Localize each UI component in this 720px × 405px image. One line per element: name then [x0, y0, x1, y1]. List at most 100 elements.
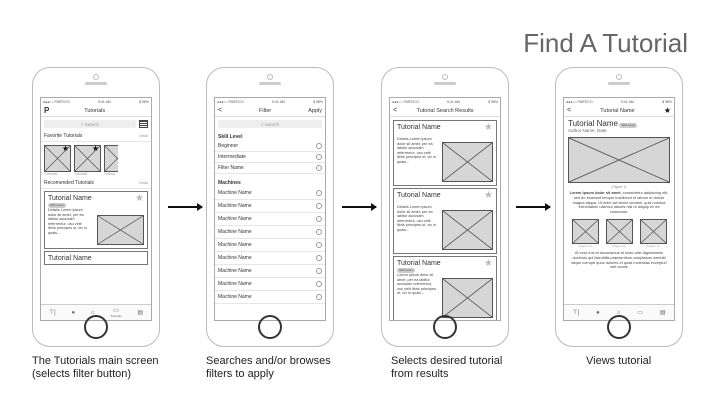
machine-option[interactable]: Machine Name	[215, 239, 325, 252]
tutorials-tab-icon[interactable]: ▭	[637, 310, 643, 316]
machine-option[interactable]: Machine Name	[215, 291, 325, 304]
figure-label: (Figure 3)	[612, 243, 626, 248]
page-title: Find A Tutorial	[523, 28, 688, 58]
tab-tutorials[interactable]: ▭Tutorials	[110, 307, 121, 318]
machine-option[interactable]: Machine Name	[215, 226, 325, 239]
radio-button[interactable]	[316, 165, 322, 171]
document-icon[interactable]: ▤	[137, 310, 144, 316]
favorites-row[interactable]: Favorite Tutorials Detail	[41, 131, 151, 142]
home-icon[interactable]: ⌂	[90, 309, 95, 316]
filter-button[interactable]	[139, 120, 148, 128]
result-card[interactable]: Tutorial Name Skill Level Lorem ipsum do…	[393, 256, 497, 320]
image-placeholder	[442, 210, 493, 250]
card-title: Tutorial Name	[48, 255, 92, 262]
filter-option[interactable]: Intermediate	[215, 152, 325, 163]
radio-button[interactable]	[316, 190, 322, 196]
star-icon: ★	[91, 144, 99, 153]
status-bar: ●●●○○ PARTICO 9:41 AM $ 98%	[215, 98, 325, 105]
tutorial-card[interactable]: Tutorial Name Skill Level Details Lorem …	[44, 191, 148, 249]
carrier-text: ●●●○○ PARTICO	[43, 99, 70, 104]
favorite-thumb[interactable]: Tutoria	[104, 145, 118, 176]
flow-arrow	[516, 203, 551, 210]
figure-label: (Figure 2)	[578, 243, 592, 248]
speaker-icon	[85, 82, 107, 85]
tools-icon[interactable]: ⊤|	[48, 310, 56, 316]
radio-button[interactable]	[316, 294, 322, 300]
flow-arrow	[342, 203, 377, 210]
document-icon[interactable]: ▤	[659, 310, 666, 316]
radio-button[interactable]	[316, 281, 322, 287]
machine-option[interactable]: Machine Name	[215, 187, 325, 200]
result-card[interactable]: Tutorial Name Details Lorem ipsum dolor …	[393, 120, 497, 186]
thumb-label: Tutorials	[44, 172, 58, 176]
card-text: Details Lorem ipsum dolor sit amet, per …	[48, 208, 88, 235]
home-button[interactable]	[84, 315, 108, 339]
tutorial-card[interactable]: Tutorial Name	[44, 251, 148, 265]
tools-icon[interactable]: ⊤|	[572, 310, 580, 316]
machine-option[interactable]: Machine Name	[215, 200, 325, 213]
radio-button[interactable]	[316, 154, 322, 160]
camera-icon	[442, 74, 448, 80]
option-label: Machine Name	[218, 229, 252, 235]
card-title: Tutorial Name	[48, 195, 92, 202]
home-button[interactable]	[433, 315, 457, 339]
screen-filter: ●●●○○ PARTICO 9:41 AM $ 98% < Filter App…	[214, 97, 326, 321]
body-text: consectetur adipiscing elit, sed do eius…	[572, 190, 669, 215]
camera-icon	[267, 74, 273, 80]
machine-option[interactable]: Machine Name	[215, 265, 325, 278]
skill-badge: Skill Level	[619, 122, 637, 128]
radio-button[interactable]	[316, 242, 322, 248]
radio-button[interactable]	[316, 143, 322, 149]
filter-option[interactable]: Beginner	[215, 141, 325, 152]
home-button[interactable]	[258, 315, 282, 339]
star-icon[interactable]: ★	[484, 190, 493, 201]
option-label: Machine Name	[218, 268, 252, 274]
recommended-row[interactable]: Recomended Tutorials Detail	[41, 178, 151, 189]
radio-button[interactable]	[316, 216, 322, 222]
filter-option[interactable]: Filter Name	[215, 163, 325, 174]
apply-button[interactable]: Apply	[308, 107, 322, 114]
author-line: Author Name, Date	[568, 128, 607, 133]
home-button[interactable]	[607, 315, 631, 339]
option-label: Machine Name	[218, 216, 252, 222]
search-input[interactable]: ⌕ Search	[218, 120, 322, 128]
back-button[interactable]: <	[218, 107, 223, 114]
back-button[interactable]: <	[567, 107, 572, 114]
radio-button[interactable]	[316, 255, 322, 261]
home-icon[interactable]: ⌂	[616, 309, 621, 316]
phone-tutorial-view: ●●●○○ PARTICO 9:41 AM $ 98% < Tutorial N…	[555, 67, 683, 347]
figure-caption: (Figure 1)	[611, 185, 627, 189]
star-icon[interactable]: ★	[484, 122, 493, 133]
machine-option[interactable]: Machine Name	[215, 252, 325, 265]
option-label: Machine Name	[218, 190, 252, 196]
star-icon[interactable]: ★	[663, 106, 671, 115]
figure-thumb: (Figure 3)	[605, 218, 633, 248]
battery-text: $ 98%	[662, 99, 672, 104]
battery-text: $ 98%	[313, 99, 323, 104]
chat-icon[interactable]: ●	[71, 309, 76, 316]
recommended-detail: Detail	[139, 181, 148, 185]
result-card[interactable]: Tutorial Name Details Lorem ipsum dolor …	[393, 188, 497, 254]
radio-button[interactable]	[316, 203, 322, 209]
option-label: Machine Name	[218, 203, 252, 209]
nav-title: Tutorial Search Results	[416, 107, 474, 114]
machine-option[interactable]: Machine Name	[215, 278, 325, 291]
nav-title: Tutorial Name	[600, 107, 635, 114]
nav-bar: < Tutorial Name ★	[564, 105, 674, 117]
radio-button[interactable]	[316, 229, 322, 235]
chat-icon[interactable]: ●	[596, 309, 600, 316]
star-icon[interactable]: ★	[484, 258, 493, 269]
star-icon[interactable]: ★	[135, 193, 144, 204]
option-label: Machine Name	[218, 255, 252, 261]
status-bar: ●●●○○ PARTICO 9:41 AM $ 98%	[564, 98, 674, 105]
nav-title: Filter	[259, 107, 272, 114]
favorite-thumb[interactable]: ★ Tutorials	[74, 144, 101, 176]
back-button[interactable]: <	[393, 107, 398, 114]
machine-option[interactable]: Machine Name	[215, 213, 325, 226]
search-input[interactable]: ⌕ Search	[44, 120, 136, 128]
radio-button[interactable]	[316, 268, 322, 274]
phone-tutorials-main: ●●●○○ PARTICO 9:41 AM $ 98% P Tutorials …	[32, 67, 160, 347]
option-label: Filter Name	[218, 165, 244, 171]
favorite-thumb[interactable]: ★ Tutorials	[44, 144, 71, 176]
option-label: Machine Name	[218, 281, 252, 287]
